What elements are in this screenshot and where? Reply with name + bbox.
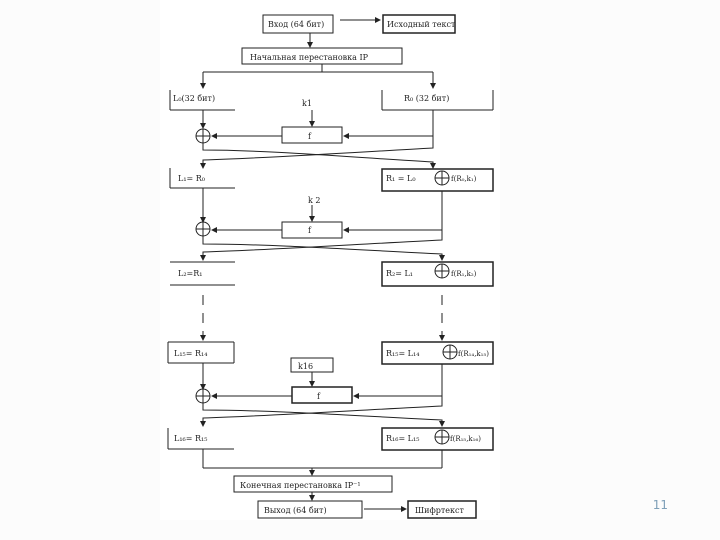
r0-label: R₀ (32 бит): [404, 94, 449, 103]
f-label-2: f: [308, 226, 312, 235]
k16-label: k16: [298, 362, 313, 371]
output-label: Выход (64 бит): [264, 506, 327, 515]
l0-label: L₀(32 бит): [173, 94, 215, 103]
r2-box: [381, 261, 494, 287]
f-box-16: [291, 386, 353, 404]
input-box: [262, 14, 334, 34]
r16-f-label: f(R₁₅,k₁₆): [450, 435, 481, 443]
f-box-2: [281, 221, 343, 239]
page-number: 11: [652, 498, 668, 512]
final-permutation-label: Конечная перестановка IP⁻¹: [240, 481, 361, 490]
l16-label: L₁₆= R₁₅: [174, 434, 207, 443]
l2-label: L₂=R₁: [178, 269, 202, 278]
r15-f-label: f(R₁₄,k₁₅): [458, 350, 489, 358]
r16-box: [381, 427, 494, 451]
ciphertext-label: Шифртекст: [415, 506, 464, 515]
f-label-1: f: [308, 132, 312, 141]
l15-label: L₁₅= R₁₄: [174, 349, 207, 358]
initial-permutation-label: Начальная перестановка IP: [250, 53, 369, 62]
r1-label: R₁ = L₀: [386, 174, 416, 183]
f-label-16: f: [317, 392, 321, 401]
r2-f-label: f(R₁,k₂): [451, 270, 477, 278]
r15-box: [381, 341, 494, 365]
f-box-1: [281, 126, 343, 144]
input-label: Вход (64 бит): [268, 20, 324, 29]
r16-label: R₁₆= L₁₅: [386, 434, 419, 443]
des-feistel-diagram: Вход (64 бит) Исходный текст Начальная п…: [160, 0, 500, 520]
plaintext-label: Исходный текст: [387, 20, 456, 29]
k1-label: k1: [302, 99, 312, 108]
plaintext-box: [382, 14, 456, 34]
output-box: [257, 500, 363, 519]
r15-label: R₁₅= L₁₄: [386, 349, 419, 358]
r2-label: R₂= L₁: [386, 269, 413, 278]
final-permutation-box: [233, 475, 393, 493]
r1-box: [381, 168, 494, 192]
des-flow-svg: Вход (64 бит) Исходный текст Начальная п…: [167, 14, 494, 519]
r1-f-label: f(R₀,k₁): [451, 175, 477, 183]
k2-label: k 2: [308, 196, 320, 205]
ciphertext-box: [407, 500, 477, 519]
l1-label: L₁= R₀: [178, 174, 205, 183]
